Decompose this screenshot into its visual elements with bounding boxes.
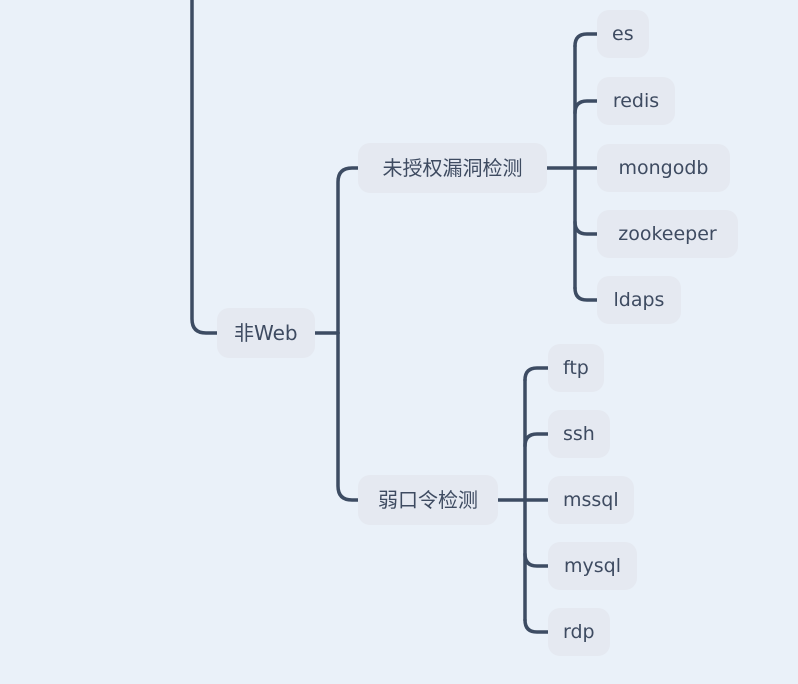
node-ldaps[interactable]: ldaps [597, 276, 681, 324]
connector-to-weakpwd [336, 331, 376, 502]
node-mysql[interactable]: mysql [548, 542, 637, 590]
connector-zookeeper [573, 220, 610, 236]
node-rdp[interactable]: rdp [548, 608, 610, 656]
connector-ldaps [573, 286, 610, 302]
node-ssh[interactable]: ssh [548, 410, 610, 458]
connector-ftp [523, 366, 562, 382]
node-mssql[interactable]: mssql [548, 476, 634, 524]
connector-to-unauth [336, 166, 374, 335]
node-redis[interactable]: redis [597, 77, 675, 125]
connector-mysql [523, 552, 562, 568]
connector-es [573, 32, 610, 48]
node-weak-password-detect[interactable]: 弱口令检测 [358, 475, 498, 525]
node-unauth-vuln-detect[interactable]: 未授权漏洞检测 [358, 143, 547, 193]
connector-redis [573, 99, 610, 115]
node-ftp[interactable]: ftp [548, 344, 604, 392]
node-mongodb[interactable]: mongodb [597, 144, 730, 192]
node-es[interactable]: es [597, 10, 649, 58]
connector-trunk-top [190, 0, 234, 335]
connector-rdp [523, 618, 562, 634]
connector-ssh [523, 432, 562, 448]
node-feiweb[interactable]: 非Web [217, 308, 315, 358]
node-zookeeper[interactable]: zookeeper [597, 210, 738, 258]
